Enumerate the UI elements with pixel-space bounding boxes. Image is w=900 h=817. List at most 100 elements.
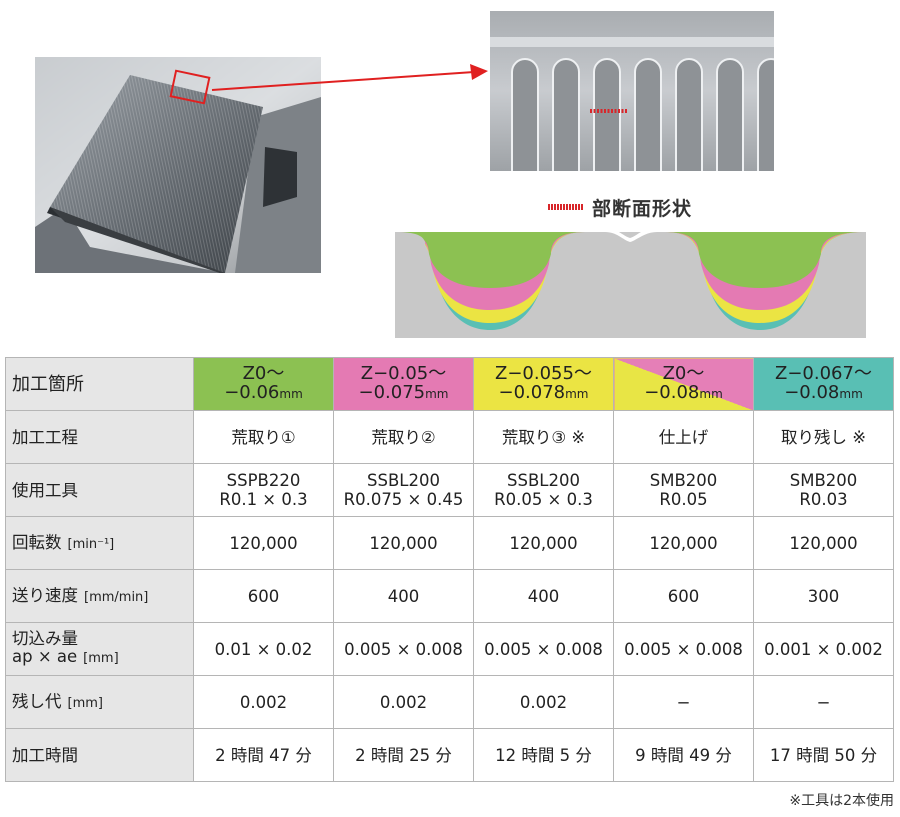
cell-value: SMB200 [649, 471, 718, 490]
column-header: Z−0.055～−0.078mm [473, 357, 614, 411]
table-row: 加工工程 荒取り① 荒取り② 荒取り③ ※仕上げ取り残し ※ [5, 410, 894, 464]
cell-value: 荒取り① [231, 427, 296, 447]
column-header: Z0～−0.08mm [613, 357, 754, 411]
cell-value: 600 [667, 586, 700, 606]
table-cell: 0.002 [193, 675, 334, 729]
cell-value: SMB200 [789, 471, 858, 490]
column-header: Z0～−0.06mm [193, 357, 334, 411]
table-cell: 12 時間 5 分 [473, 728, 614, 782]
cell-value: SSPB220 [226, 471, 301, 490]
table-cell: 300 [753, 569, 894, 623]
table-cell: 0.005 × 0.008 [473, 622, 614, 676]
cell-value: 120,000 [509, 533, 578, 553]
z-range-start: Z−0.05～ [360, 363, 447, 384]
cell-value: 300 [807, 586, 840, 606]
row-label-text: 切込み量 [12, 629, 78, 648]
table-cell: 600 [613, 569, 754, 623]
cell-value: 0.005 × 0.008 [344, 639, 463, 659]
unit: mm [699, 387, 723, 401]
table-cell: 2 時間 47 分 [193, 728, 334, 782]
table-cell: 120,000 [613, 516, 754, 570]
cell-value: 荒取り② [371, 427, 436, 447]
z-range-end: −0.08 [784, 382, 840, 403]
row-label-text: 加工工程 [12, 427, 78, 447]
row-label-text: 送り速度 [12, 585, 78, 605]
z-range-start: Z−0.055～ [495, 363, 592, 384]
unit: mm [565, 387, 589, 401]
table-cell: 仕上げ [613, 410, 754, 464]
cross-section-legend: 部断面形状 [548, 194, 692, 220]
cell-value: 0.001 × 0.002 [764, 639, 883, 659]
table-cell: 17 時間 50 分 [753, 728, 894, 782]
table-cell: 400 [473, 569, 614, 623]
row-label-text: 残し代 [12, 691, 62, 711]
z-range-start: Z0～ [242, 363, 285, 384]
table-row: 送り速度 [mm/min] 600 400 400 600 300 [5, 569, 894, 623]
cell-value: 0.005 × 0.008 [624, 639, 743, 659]
table-cell: 120,000 [473, 516, 614, 570]
row-label: 残し代[mm] [5, 675, 194, 729]
row-label: 使用工具 [5, 463, 194, 517]
cell-value: 0.005 × 0.008 [484, 639, 603, 659]
table-cell: 400 [333, 569, 474, 623]
table-cell: 取り残し ※ [753, 410, 894, 464]
table-cell: 0.005 × 0.008 [333, 622, 474, 676]
cell-value: R0.1 × 0.3 [219, 490, 308, 509]
row-label: 送り速度 [mm/min] [5, 569, 194, 623]
cell-value: SSBL200 [367, 471, 440, 490]
row-unit: [min⁻¹] [67, 536, 115, 552]
table-cell: 600 [193, 569, 334, 623]
table-cell: 9 時間 49 分 [613, 728, 754, 782]
table-cell: − [613, 675, 754, 729]
cell-value: 0.002 [519, 692, 568, 712]
table-cell: 荒取り③ ※ [473, 410, 614, 464]
cell-value: 600 [247, 586, 280, 606]
row-label: 加工時間 [5, 728, 194, 782]
cell-value: − [676, 692, 691, 712]
table-cell: 荒取り② [333, 410, 474, 464]
dashed-marker-icon [548, 204, 584, 210]
cell-value: 400 [527, 586, 560, 606]
cell-value: SSBL200 [507, 471, 580, 490]
z-range-end: −0.078 [498, 382, 566, 403]
table-cell: 0.005 × 0.008 [613, 622, 754, 676]
header-row: 加工箇所 Z0～−0.06mm Z−0.05～−0.075mm Z−0.055～… [5, 357, 894, 411]
cell-value: 0.002 [239, 692, 288, 712]
column-header: Z−0.067～−0.08mm [753, 357, 894, 411]
cell-value: 17 時間 50 分 [769, 745, 878, 765]
cell-value: 0.002 [379, 692, 428, 712]
table-cell: 0.001 × 0.002 [753, 622, 894, 676]
cell-value: 120,000 [789, 533, 858, 553]
table-row: 回転数[min⁻¹] 120,000 120,000 120,000 120,000 12… [5, 516, 894, 570]
cell-value: 12 時間 5 分 [495, 745, 592, 765]
cell-value: 400 [387, 586, 420, 606]
cell-value: R0.05 × 0.3 [494, 490, 593, 509]
table-cell: 0.002 [473, 675, 614, 729]
cell-value: 2 時間 25 分 [355, 745, 452, 765]
machining-conditions-table: 加工箇所 Z0～−0.06mm Z−0.05～−0.075mm Z−0.055～… [5, 357, 894, 782]
cross-section-profile [395, 228, 866, 338]
cell-value: 9 時間 49 分 [635, 745, 732, 765]
cell-value: 0.01 × 0.02 [214, 639, 313, 659]
z-range-end: −0.075 [358, 382, 426, 403]
row-unit: [mm/min] [84, 589, 149, 605]
cell-value: R0.03 [799, 490, 848, 509]
z-range-start: Z0～ [662, 363, 705, 384]
row-unit: [mm] [83, 651, 119, 666]
z-range-end: −0.08 [644, 382, 700, 403]
cell-value: 120,000 [229, 533, 298, 553]
unit: mm [425, 387, 449, 401]
z-range-end: −0.06 [224, 382, 280, 403]
cell-value: 120,000 [649, 533, 718, 553]
machined-block-photo [35, 57, 321, 273]
row-label: 回転数[min⁻¹] [5, 516, 194, 570]
table-cell: 120,000 [333, 516, 474, 570]
